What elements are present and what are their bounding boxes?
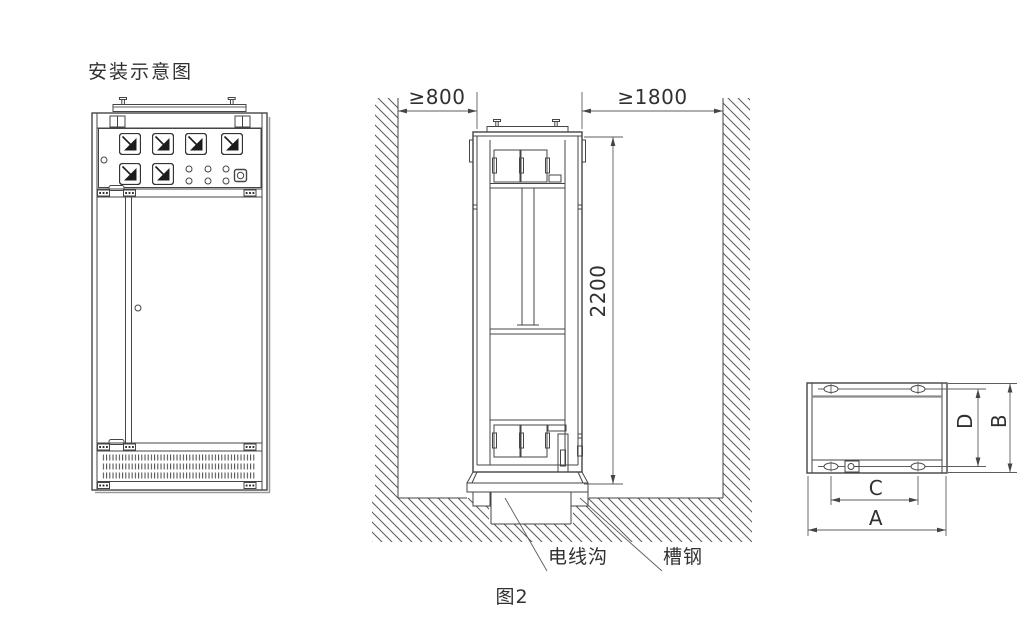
dim-inner-depth [975,389,981,467]
left-wall-hatch [375,98,398,498]
ground-terminal [844,460,860,473]
door-knob-icon [134,304,142,312]
meter-icon [153,164,174,185]
dim-left-clearance [398,92,478,129]
meter-icon [153,134,174,155]
dim-label-outer-width: A [868,506,884,530]
bolt-plate [98,483,110,489]
figure-caption: 图2 [495,586,529,608]
bolt-plate [244,444,256,450]
vent-grille-icon [101,454,256,479]
indicator-lamp-icon [185,165,230,185]
instrument-panel [98,128,262,188]
lifting-bolt-icon [119,97,236,105]
front-view [91,97,271,494]
dim-label-left-clearance: ≥800 [408,85,466,109]
dim-bolt-spacing [830,476,919,505]
bolt-plate [244,190,256,196]
cabinet-base [466,482,589,493]
channel-steel-foot [570,491,589,507]
right-wall-hatch [723,98,750,498]
wire-trench [489,492,573,524]
dim-label-right-clearance: ≥1800 [617,85,688,109]
meter-icon [120,164,141,185]
bolt-plate [244,483,256,489]
dim-label-outer-depth: B [987,413,1011,429]
dim-label-cabinet-height: 2200 [586,264,610,318]
bolt-plate [124,190,136,196]
panel-lock-icon [100,156,108,164]
dim-label-inner-depth: D [953,413,977,429]
bolt-plate [98,190,110,196]
dim-outer-width [807,476,947,536]
lifting-bar [112,104,247,112]
wire-trench-label: 电线沟 [548,546,609,568]
channel-steel-leader [579,497,663,572]
channel-steel-foot [472,491,491,507]
page-title: 安装示意图 [88,61,194,83]
plan-cabinet-outline [806,382,948,474]
meter-icon [222,134,243,155]
channel-steel-label: 槽钢 [663,546,704,568]
meter-icon [120,134,141,155]
meter-icon [186,134,207,155]
dim-outer-depth [1007,383,1013,473]
dim-label-bolt-spacing: C [868,476,884,500]
bolt-plate [98,444,110,450]
bolt-plate [124,444,136,450]
push-button-icon [233,168,248,183]
dim-right-clearance [581,92,723,129]
dim-cabinet-height [584,136,623,485]
plan-view [806,382,1017,536]
front-cabinet-body [91,112,268,491]
bolt-slot-icon [823,384,926,472]
side-view [372,92,752,572]
wire-trench-leader [504,497,548,572]
